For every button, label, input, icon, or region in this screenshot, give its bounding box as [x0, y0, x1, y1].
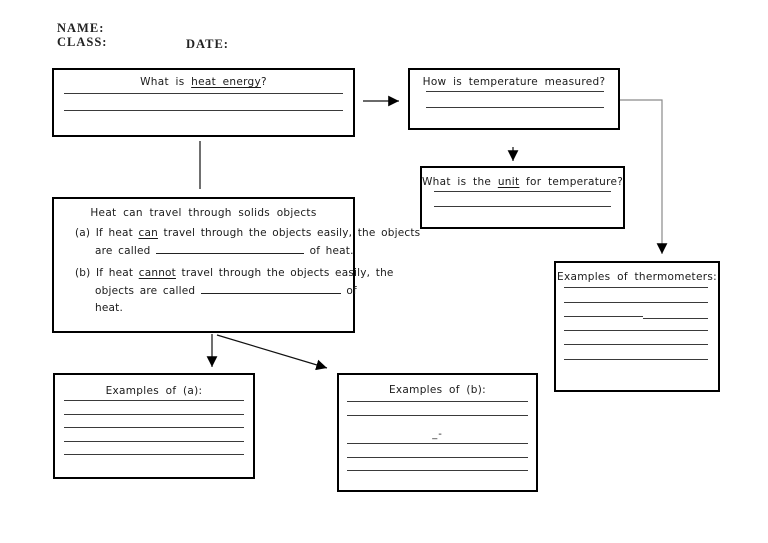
- box-temperature-measured-title: How is temperature measured?: [422, 76, 606, 88]
- box-examples-b-title: Examples of (b):: [388, 384, 486, 396]
- blank-answer-line: [64, 400, 244, 401]
- box-examples-a: Examples of (a):: [53, 373, 255, 479]
- blank-answer-line: [564, 287, 708, 288]
- item-a-answer-blank: [156, 245, 305, 254]
- blank-answer-line: [64, 413, 244, 415]
- blank-answer-line: [347, 401, 528, 402]
- box-heat-travel: Heat can travel through solids objects (…: [52, 197, 421, 333]
- blank-answer-line: [564, 301, 708, 303]
- box-heat-energy-title: What is heat energy?: [140, 76, 267, 88]
- examples-b-mark-row: _-: [347, 429, 528, 443]
- blank-answer-line: [347, 456, 528, 458]
- temperature-unit-answer-lines: [434, 191, 611, 220]
- blank-answer-line: [426, 106, 604, 108]
- blank-answer-line: [64, 427, 244, 429]
- blank-answer-line: [564, 358, 708, 360]
- item-b-answer-blank: [200, 285, 341, 294]
- item-b-line1: (b) If heat cannot travel through the ob…: [75, 267, 394, 279]
- blank-answer-line: [564, 329, 708, 331]
- box-thermometers-title: Examples of thermometers:: [557, 271, 717, 283]
- stray-mark: _-: [432, 429, 443, 440]
- item-a-line2: are called of heat.: [95, 245, 354, 257]
- box-temperature-unit: What is the unit for temperature?: [420, 166, 625, 229]
- class-label: CLASS:: [57, 35, 108, 49]
- blank-answer-line: [434, 191, 611, 192]
- blank-answer-line: [347, 443, 528, 444]
- date-label: DATE:: [186, 37, 229, 51]
- blank-answer-line: [564, 344, 708, 346]
- blank-answer-line: [64, 440, 244, 442]
- box-temperature-measured: How is temperature measured?: [408, 68, 620, 130]
- blank-answer-line: [434, 205, 611, 207]
- blank-answer-line: [347, 470, 528, 472]
- box-examples-a-title: Examples of (a):: [105, 385, 203, 397]
- heat-energy-answer-lines: [64, 93, 343, 126]
- box-temperature-unit-title: What is the unit for temperature?: [422, 176, 624, 188]
- blank-answer-line: [426, 91, 604, 92]
- name-label: NAME:: [57, 21, 105, 35]
- box-examples-b: Examples of (b): _-: [337, 373, 538, 492]
- blank-answer-line: [347, 414, 528, 416]
- blank-answer-line: [64, 93, 343, 94]
- box-heat-energy: What is heat energy?: [52, 68, 355, 137]
- temperature-measured-answer-lines: [426, 91, 604, 122]
- examples-b-answer-lines-bottom: [347, 443, 528, 484]
- thermometers-answer-lines: [564, 287, 708, 374]
- examples-a-answer-lines: [64, 400, 244, 468]
- box-thermometers: Examples of thermometers:: [554, 261, 720, 392]
- item-a-line1: (a) If heat can travel through the objec…: [75, 227, 421, 239]
- arrow-temperature-measured-to-thermometers: [620, 99, 668, 254]
- item-b-line3: heat.: [95, 302, 124, 314]
- blank-answer-line: [564, 316, 708, 320]
- examples-b-answer-lines-top: [347, 401, 528, 428]
- item-b-line2: objects are called of: [95, 285, 357, 297]
- box-heat-travel-title: Heat can travel through solids objects: [90, 207, 317, 219]
- arrow-heat-travel-to-examples-b: [216, 334, 328, 371]
- blank-answer-line: [64, 454, 244, 456]
- blank-answer-line: [64, 109, 343, 111]
